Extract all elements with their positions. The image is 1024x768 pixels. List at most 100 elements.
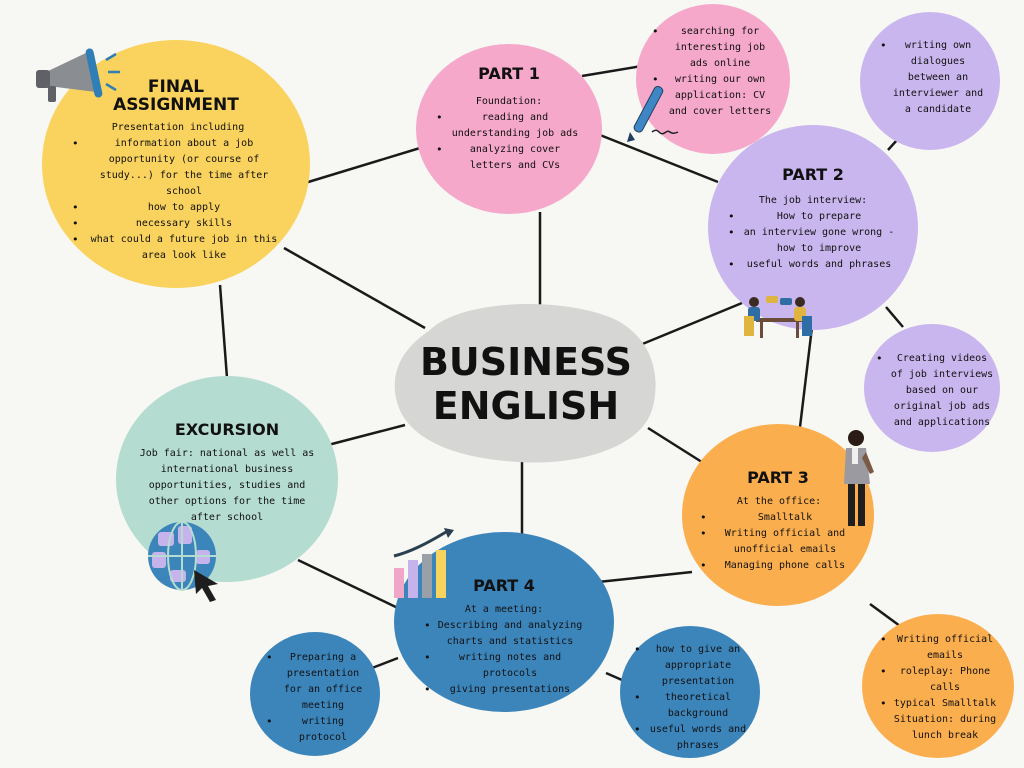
center-title-line1: BUSINESS xyxy=(419,340,633,384)
phone-woman-icon xyxy=(844,430,874,526)
part1-detail-item: writing our own application: CV and cove… xyxy=(652,72,776,120)
final-assignment-item: how to apply xyxy=(72,200,284,216)
part4-intro: At a meeting: xyxy=(464,604,544,615)
part3-text: At the office: Smalltalk Writing officia… xyxy=(700,494,858,574)
part4-item: giving presentations xyxy=(424,682,584,698)
connector-part2-center xyxy=(639,301,743,347)
final-assignment-intro: Presentation including xyxy=(111,122,245,133)
part2-item: an interview gone wrong - how to improve xyxy=(728,225,898,257)
part1-detail-item: searching for interesting job ads online xyxy=(652,24,776,72)
connector-final-part1 xyxy=(304,146,421,185)
part2-list: How to prepare an interview gone wrong -… xyxy=(728,209,898,273)
part4-detail-left-item: Preparing a presentation for an office m… xyxy=(266,650,368,714)
connector-part1-part2 xyxy=(599,133,719,184)
connector-center-part3 xyxy=(647,426,706,466)
part4-title: PART 4 xyxy=(473,576,535,595)
final-assignment-list: information about a job opportunity (or … xyxy=(72,136,284,264)
part3-detail-list: Writing official emails roleplay: Phone … xyxy=(880,632,998,744)
part4-detail-left-circle: Preparing a presentation for an office m… xyxy=(250,632,380,756)
part4-detail-left-item: writing protocol xyxy=(266,714,368,746)
part4-item: Describing and analyzing charts and stat… xyxy=(424,618,584,650)
final-assignment-item: what could a future job in this area loo… xyxy=(72,232,284,264)
interview-people-icon xyxy=(744,296,812,338)
connector-part4-part3 xyxy=(597,570,693,584)
bar-chart-icon xyxy=(393,528,454,598)
excursion-body: Job fair: national as well as internatio… xyxy=(139,448,315,523)
final-assignment-title-line2: ASSIGNMENT xyxy=(113,95,239,115)
part3-detail-item: roleplay: Phone calls xyxy=(880,664,998,696)
center-title: BUSINESS ENGLISH xyxy=(390,340,662,428)
final-assignment-item: necessary skills xyxy=(72,216,284,232)
part1-title: PART 1 xyxy=(478,64,540,83)
final-assignment-circle: FINAL ASSIGNMENT Presentation including … xyxy=(42,40,310,288)
part3-detail-item: Writing official emails xyxy=(880,632,998,664)
connector-excursion-part4 xyxy=(297,558,403,612)
connector-part4-detail-right xyxy=(605,671,623,682)
part4-detail-right-item: useful words and phrases xyxy=(634,722,750,754)
connector-final-excursion xyxy=(218,284,229,379)
final-assignment-title: FINAL ASSIGNMENT xyxy=(42,78,310,114)
part4-detail-left-text: Preparing a presentation for an office m… xyxy=(266,650,368,746)
final-assignment-title-line1: FINAL xyxy=(147,77,205,97)
part2-circle: PART 2 The job interview: How to prepare… xyxy=(708,125,918,330)
part3-list: Smalltalk Writing official and unofficia… xyxy=(700,510,858,574)
part2-detail-bottom-text: Creating videos of job interviews based … xyxy=(876,351,996,431)
part4-detail-right-list: how to give an appropriate presentation … xyxy=(634,642,750,754)
part1-detail-text: searching for interesting job ads online… xyxy=(652,24,776,120)
part3-detail-text: Writing official emails roleplay: Phone … xyxy=(880,632,998,744)
part2-item: How to prepare xyxy=(728,209,898,225)
part4-detail-left-list: Preparing a presentation for an office m… xyxy=(266,650,368,746)
excursion-text: Job fair: national as well as internatio… xyxy=(132,446,322,526)
part4-list: Describing and analyzing charts and stat… xyxy=(424,618,584,698)
connector-part4-detail-left xyxy=(371,656,399,670)
part4-circle: PART 4 At a meeting: Describing and anal… xyxy=(394,532,614,712)
part2-text: The job interview: How to prepare an int… xyxy=(728,193,898,273)
pen-icon xyxy=(627,85,679,142)
globe-cursor-icon xyxy=(148,521,218,602)
part1-circle: PART 1 Foundation: reading and understan… xyxy=(416,44,602,214)
part2-detail-bottom-list: Creating videos of job interviews based … xyxy=(876,351,996,431)
part4-detail-right-item: how to give an appropriate presentation xyxy=(634,642,750,690)
part2-title: PART 2 xyxy=(782,165,844,184)
connector-center-excursion xyxy=(327,423,406,447)
connector-part1-detail xyxy=(581,64,643,78)
center-title-line2: ENGLISH xyxy=(432,384,620,428)
connector-part2-detail-bottom xyxy=(885,306,904,328)
final-assignment-item: information about a job opportunity (or … xyxy=(72,136,284,200)
part1-text: Foundation: reading and understanding jo… xyxy=(436,94,582,174)
part1-detail-circle: searching for interesting job ads online… xyxy=(636,4,790,154)
part4-detail-right-text: how to give an appropriate presentation … xyxy=(634,642,750,754)
part1-list: reading and understanding job ads analyz… xyxy=(436,110,582,174)
part4-text: At a meeting: Describing and analyzing c… xyxy=(424,602,584,698)
part2-detail-top-item: writing own dialogues between an intervi… xyxy=(880,38,984,118)
part3-detail-circle: Writing official emails roleplay: Phone … xyxy=(862,614,1014,758)
part1-item: analyzing cover letters and CVs xyxy=(436,142,582,174)
part3-title: PART 3 xyxy=(747,468,809,487)
connector-final-center xyxy=(283,246,426,330)
part1-intro: Foundation: xyxy=(475,96,543,107)
part2-intro: The job interview: xyxy=(758,195,868,206)
megaphone-icon xyxy=(36,48,120,102)
part3-item: Managing phone calls xyxy=(700,558,858,574)
part3-item: Smalltalk xyxy=(700,510,858,526)
part2-detail-bottom-circle: Creating videos of job interviews based … xyxy=(864,324,1000,452)
part3-circle: PART 3 At the office: Smalltalk Writing … xyxy=(682,424,874,606)
connector-part2-detail-top xyxy=(887,139,898,151)
part3-detail-item: typical Smalltalk Situation: during lunc… xyxy=(880,696,998,744)
part2-detail-top-text: writing own dialogues between an intervi… xyxy=(880,38,984,118)
part4-detail-right-item: theoretical background xyxy=(634,690,750,722)
part2-detail-top-list: writing own dialogues between an intervi… xyxy=(880,38,984,118)
part3-item: Writing official and unofficial emails xyxy=(700,526,858,558)
part2-detail-bottom-item: Creating videos of job interviews based … xyxy=(876,351,996,431)
excursion-circle: EXCURSION Job fair: national as well as … xyxy=(116,376,338,582)
part1-detail-list: searching for interesting job ads online… xyxy=(652,24,776,120)
connector-part3-detail xyxy=(869,602,901,628)
part2-item: useful words and phrases xyxy=(728,257,898,273)
excursion-title: EXCURSION xyxy=(174,420,280,439)
part2-detail-top-circle: writing own dialogues between an intervi… xyxy=(860,12,1000,150)
part1-item: reading and understanding job ads xyxy=(436,110,582,142)
connector-part2-part3 xyxy=(798,326,814,428)
part3-intro: At the office: xyxy=(736,496,822,507)
final-assignment-text: Presentation including information about… xyxy=(72,120,284,264)
